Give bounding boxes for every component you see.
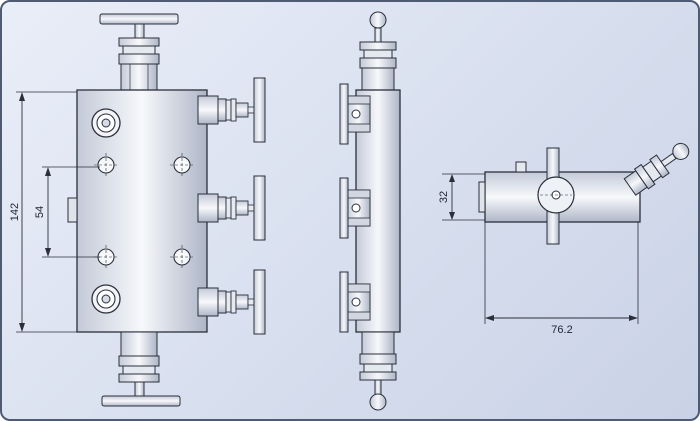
side-top-ball-handle [369,11,387,29]
dimension-height-total: 142 [9,91,77,333]
side-bottom-ball-handle [369,393,387,411]
front-side-valve-3 [197,269,266,335]
label-port-spacing: 54 [34,206,46,218]
front-side-valve-2 [197,175,266,241]
label-height-total: 142 [9,203,21,221]
dimension-side-height: 32 [438,173,485,221]
end-angled-valve [623,142,690,196]
label-side-height: 32 [438,191,450,203]
front-side-plug [67,197,78,223]
label-side-length: 76.2 [551,324,572,336]
side-view [339,11,401,411]
end-view [478,142,690,245]
front-bottom-valve [101,331,181,407]
front-port-upper [91,108,121,138]
front-side-valve-1 [197,77,266,143]
dimension-port-spacing: 54 [34,166,100,258]
dimension-side-length: 76.2 [484,222,639,336]
front-view [67,13,266,407]
front-top-valve [99,13,179,91]
front-port-lower [91,284,121,314]
